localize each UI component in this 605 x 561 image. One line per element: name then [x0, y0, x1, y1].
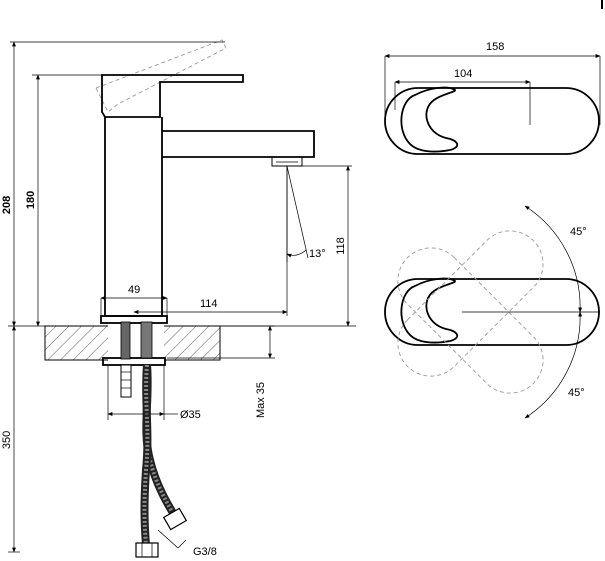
spout	[162, 130, 315, 158]
rotation-arc-down	[524, 311, 583, 419]
hose-nut-left	[135, 542, 159, 558]
rotation-arc-up	[524, 205, 583, 313]
dim-outlet-angle: 13°	[309, 248, 326, 260]
ghost-body-rotated-up	[397, 230, 544, 377]
dim-hose-length: 350	[1, 431, 13, 449]
top-lever-upper	[400, 86, 459, 153]
dim-mount-diameter: Ø35	[180, 409, 201, 421]
top-lever-lower	[400, 277, 459, 344]
dim-top-total-width: 158	[486, 41, 504, 53]
dim-top-lever-width: 104	[454, 68, 472, 80]
ghost-body-rotated-down	[397, 247, 544, 394]
dim-max-thickness: Max 35	[255, 382, 267, 418]
thread-rod-right	[140, 321, 153, 359]
aerator	[271, 157, 303, 167]
dim-base-width: 49	[128, 284, 140, 296]
lever-handle	[101, 74, 244, 118]
dim-hose-thread: G3/8	[193, 546, 217, 558]
dim-total-height: 208	[1, 196, 13, 214]
dim-spout-height: 180	[25, 191, 37, 209]
corner-mark	[601, 0, 603, 9]
side-view: 208 180 118 350 Max 35 49 114 Ø35 13° G3…	[1, 39, 356, 558]
stud	[120, 364, 132, 398]
hose-nut-right	[162, 507, 188, 531]
top-body-upper	[384, 87, 600, 155]
base-plate	[100, 315, 168, 324]
dim-spout-reach: 114	[200, 298, 218, 310]
dim-rotate-up: 45°	[570, 226, 587, 238]
dim-rotate-down: 45°	[568, 387, 585, 399]
ghost-lever	[95, 39, 227, 113]
top-view: 158 104 45° 45°	[384, 41, 601, 419]
thread-rod-left	[120, 321, 131, 360]
nut-plate	[102, 357, 166, 366]
dim-outlet-height: 118	[335, 237, 347, 255]
